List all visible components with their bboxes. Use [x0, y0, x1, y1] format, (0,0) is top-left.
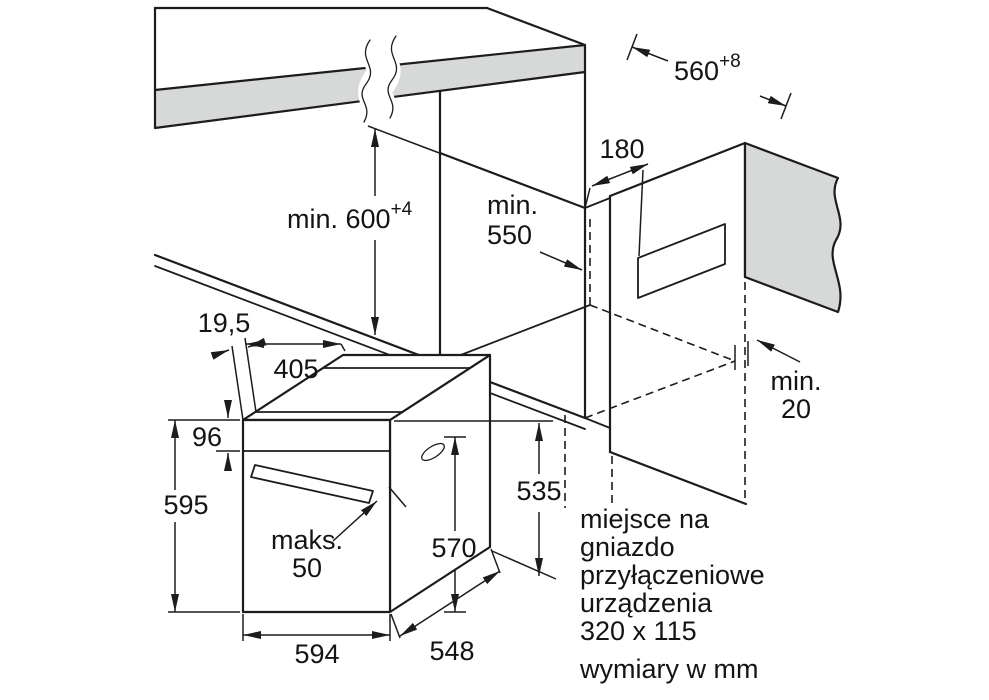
dim-niche-height-label: min. 600 — [287, 204, 391, 234]
socket-space-hatch — [637, 223, 726, 299]
dim-inner-height-label: 570 — [431, 533, 476, 563]
dim-handle-line1: maks. — [271, 525, 343, 555]
dim-panel-height: 96 — [192, 400, 240, 471]
dim-niche-width: 560+8 — [626, 33, 792, 120]
niche-hidden-edges — [584, 215, 736, 419]
dim-side-height-label: 535 — [516, 476, 561, 506]
dim-niche-height-text: min. 600+4 — [287, 199, 413, 234]
dim-oven-height-label: 595 — [163, 490, 208, 520]
note-units: wymiary w mm — [579, 654, 758, 684]
dim-body-depth: 548 — [390, 548, 501, 666]
dim-niche-height: min. 600+4 — [287, 125, 443, 335]
side-wall-right — [608, 141, 842, 506]
break-line-right — [387, 35, 398, 119]
dim-door-proud: 19,5 — [198, 308, 267, 421]
dim-rear-gap-line1: min. — [770, 366, 821, 396]
break-line-left — [361, 39, 372, 123]
dim-side-height: 535 — [394, 420, 562, 580]
worktop-right-break — [743, 141, 842, 314]
dim-top-depth-label: 405 — [273, 354, 318, 384]
note-socket-line-1: gniazdo — [580, 532, 675, 562]
dim-panel-height-label: 96 — [192, 422, 222, 452]
dim-handle-line2: 50 — [292, 553, 322, 583]
dim-top-depth: 405 — [246, 340, 346, 384]
niche-opening — [153, 70, 611, 430]
worktop-corner-edge — [485, 6, 587, 47]
floor-right-edge-hidden — [584, 360, 736, 419]
note-socket-line-2: przyłączeniowe — [580, 560, 765, 590]
oven — [241, 353, 492, 614]
niche-floor-board-edge — [154, 265, 586, 430]
dim-niche-width-text: 560+8 — [674, 51, 741, 86]
dim-rear-gap: min. 20 — [734, 339, 822, 424]
niche-floor-left-edge — [439, 304, 591, 364]
break-gap — [358, 21, 401, 137]
dim-niche-depth: min. 550 — [487, 190, 583, 271]
niche-floor-front-edge — [153, 253, 587, 420]
socket-note: miejsce na gniazdo przyłączeniowe urządz… — [579, 504, 765, 684]
niche-wall-reveal-bottom — [584, 417, 611, 429]
base-front-edge — [608, 450, 748, 506]
floor-back-edge-hidden — [589, 304, 736, 362]
oven-front-face — [241, 418, 392, 614]
dim-niche-depth-line2: 550 — [487, 220, 532, 250]
socket-leader-dashed — [564, 415, 613, 508]
dim-handle-depth: maks. 50 — [271, 486, 407, 583]
dim-oven-width-label: 594 — [294, 639, 339, 669]
dim-niche-height-tolerance: +4 — [391, 199, 413, 220]
dim-socket-offset-label: 180 — [599, 134, 644, 164]
niche-top-edge — [438, 151, 587, 210]
dim-body-depth-label: 548 — [429, 636, 474, 666]
dim-niche-depth-line1: min. — [487, 190, 538, 220]
worktop-left — [153, 6, 587, 137]
niche-wall-reveal-top — [584, 197, 611, 209]
dim-oven-width: 594 — [242, 614, 391, 669]
note-socket-line-4: 320 x 115 — [580, 616, 697, 646]
dim-niche-width-label: 560 — [674, 56, 719, 86]
dim-socket-offset: 180 — [584, 134, 649, 257]
wall-top-edge — [608, 141, 747, 198]
note-socket-line-3: urządzenia — [580, 588, 713, 618]
dim-niche-width-tolerance: +8 — [719, 51, 741, 72]
note-socket-line-0: miejsce na — [580, 504, 710, 534]
dim-door-proud-label: 19,5 — [198, 308, 251, 338]
side-grip-notch-icon — [421, 442, 445, 462]
dim-oven-height: 595 — [163, 419, 240, 613]
dim-rear-gap-line2: 20 — [781, 394, 811, 424]
